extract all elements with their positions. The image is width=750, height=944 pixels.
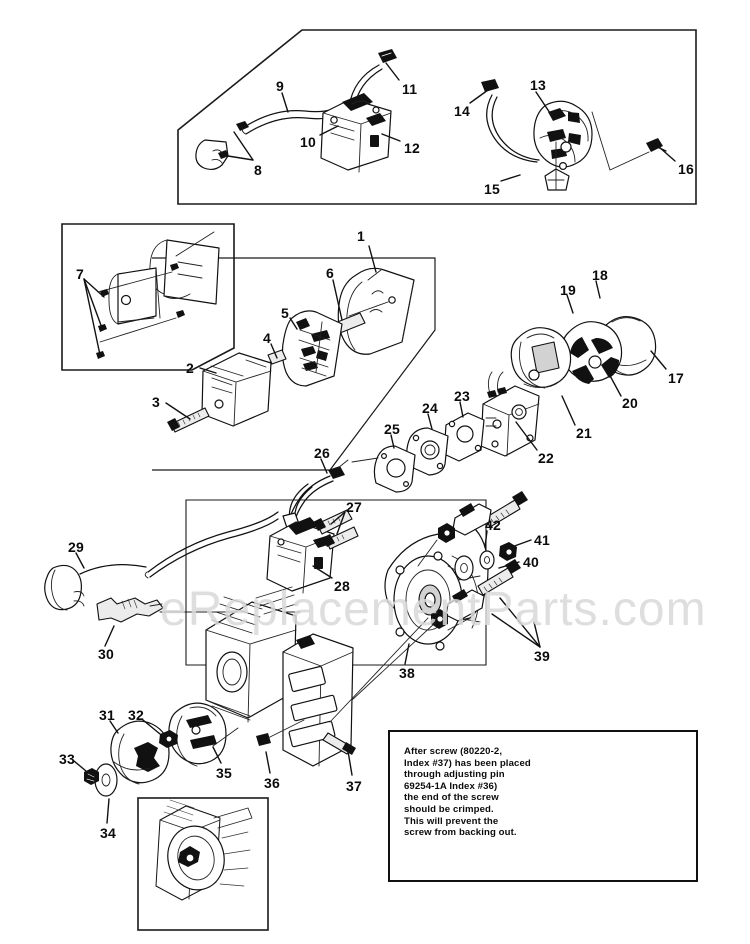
callout-19[interactable]: 19 <box>560 282 576 298</box>
part-10-screw-hole <box>330 116 338 124</box>
callout-1[interactable]: 1 <box>357 228 365 244</box>
part-7-bracket <box>117 267 157 325</box>
callout-17[interactable]: 17 <box>668 370 684 386</box>
part-26-end <box>328 466 345 479</box>
callout-14[interactable]: 14 <box>454 103 470 119</box>
callout-13[interactable]: 13 <box>530 77 546 93</box>
callout-31[interactable]: 31 <box>99 707 115 723</box>
callout-22[interactable]: 22 <box>538 450 554 466</box>
group-crankcase-flange <box>329 491 528 723</box>
callout-16[interactable]: 16 <box>678 161 694 177</box>
part-36-pin <box>256 733 271 746</box>
callout-41[interactable]: 41 <box>534 532 550 548</box>
callout-10[interactable]: 10 <box>300 134 316 150</box>
group-ignition-module <box>144 483 359 594</box>
callout-35[interactable]: 35 <box>216 765 232 781</box>
callout-12[interactable]: 12 <box>404 140 420 156</box>
callout-21[interactable]: 21 <box>576 425 592 441</box>
callout-leaders <box>73 62 676 824</box>
callout-7[interactable]: 7 <box>76 266 84 282</box>
callout-27[interactable]: 27 <box>346 499 362 515</box>
group-cylinder-crankcase <box>84 586 356 797</box>
callout-15[interactable]: 15 <box>484 181 500 197</box>
callout-25[interactable]: 25 <box>384 421 400 437</box>
callout-9[interactable]: 9 <box>276 78 284 94</box>
clutch-inset-art <box>155 799 253 901</box>
callout-36[interactable]: 36 <box>264 775 280 791</box>
part-16-bracket <box>591 111 650 171</box>
part-29-plug-boot <box>44 564 82 611</box>
callout-26[interactable]: 26 <box>314 445 330 461</box>
part-31-sprocket <box>134 742 160 772</box>
part-14-terminal <box>481 79 499 92</box>
callout-42[interactable]: 42 <box>485 517 501 533</box>
callout-3[interactable]: 3 <box>152 394 160 410</box>
callout-33[interactable]: 33 <box>59 751 75 767</box>
callout-38[interactable]: 38 <box>399 665 415 681</box>
part-29-lead <box>79 564 147 575</box>
panel-clutch-inset <box>137 797 269 931</box>
part-2-muffler-body <box>201 352 272 427</box>
panel-engine-group <box>185 499 487 666</box>
part-1-muffler <box>337 267 415 355</box>
callout-24[interactable]: 24 <box>422 400 438 416</box>
callout-20[interactable]: 20 <box>622 395 638 411</box>
callout-5[interactable]: 5 <box>281 305 289 321</box>
callout-23[interactable]: 23 <box>454 388 470 404</box>
bolt-upper <box>484 499 521 528</box>
callout-37[interactable]: 37 <box>346 778 362 794</box>
group-carburetor <box>287 316 657 529</box>
cylinder-bore <box>216 651 248 693</box>
callout-8[interactable]: 8 <box>254 162 262 178</box>
callout-40[interactable]: 40 <box>523 554 539 570</box>
callout-6[interactable]: 6 <box>326 265 334 281</box>
part-7-shroud <box>163 239 220 305</box>
group-ignition-top <box>195 49 667 191</box>
callout-39[interactable]: 39 <box>534 648 550 664</box>
bolt-lower <box>477 567 514 596</box>
callout-28[interactable]: 28 <box>334 578 350 594</box>
callout-2[interactable]: 2 <box>186 360 194 376</box>
group-spark-plug <box>44 564 301 623</box>
part-8-terminal-boot <box>195 139 229 171</box>
part-33-nut <box>84 768 99 785</box>
note-panel <box>388 730 698 882</box>
callout-32[interactable]: 32 <box>128 707 144 723</box>
part-16-terminal <box>646 138 663 152</box>
part-14-wire <box>486 94 538 163</box>
callout-11[interactable]: 11 <box>402 81 418 97</box>
callout-34[interactable]: 34 <box>100 825 116 841</box>
part-12-ignition-coil <box>320 98 392 171</box>
part-42-washer <box>454 555 474 581</box>
part-12-mark <box>370 135 379 147</box>
group-muffler <box>167 267 415 433</box>
panel-top-ignition <box>177 29 697 205</box>
part-30-spark-plug <box>96 597 164 623</box>
callout-4[interactable]: 4 <box>263 330 271 346</box>
callout-29[interactable]: 29 <box>68 539 84 555</box>
part-40-washer <box>479 550 495 570</box>
part-8-clip-b <box>218 150 229 159</box>
callout-18[interactable]: 18 <box>592 267 608 283</box>
callout-30[interactable]: 30 <box>98 646 114 662</box>
part-8-clip-a <box>236 121 249 131</box>
note-text: After screw (80220-2, Index #37) has bee… <box>404 746 531 839</box>
part-15-boot <box>544 168 570 191</box>
group-air-filter-inset <box>96 231 220 359</box>
panel-air-filter-inset <box>61 223 235 371</box>
part-9b-lead-wire <box>147 511 279 573</box>
panel-muffler-group <box>152 257 436 471</box>
part-11-terminal <box>378 49 397 63</box>
